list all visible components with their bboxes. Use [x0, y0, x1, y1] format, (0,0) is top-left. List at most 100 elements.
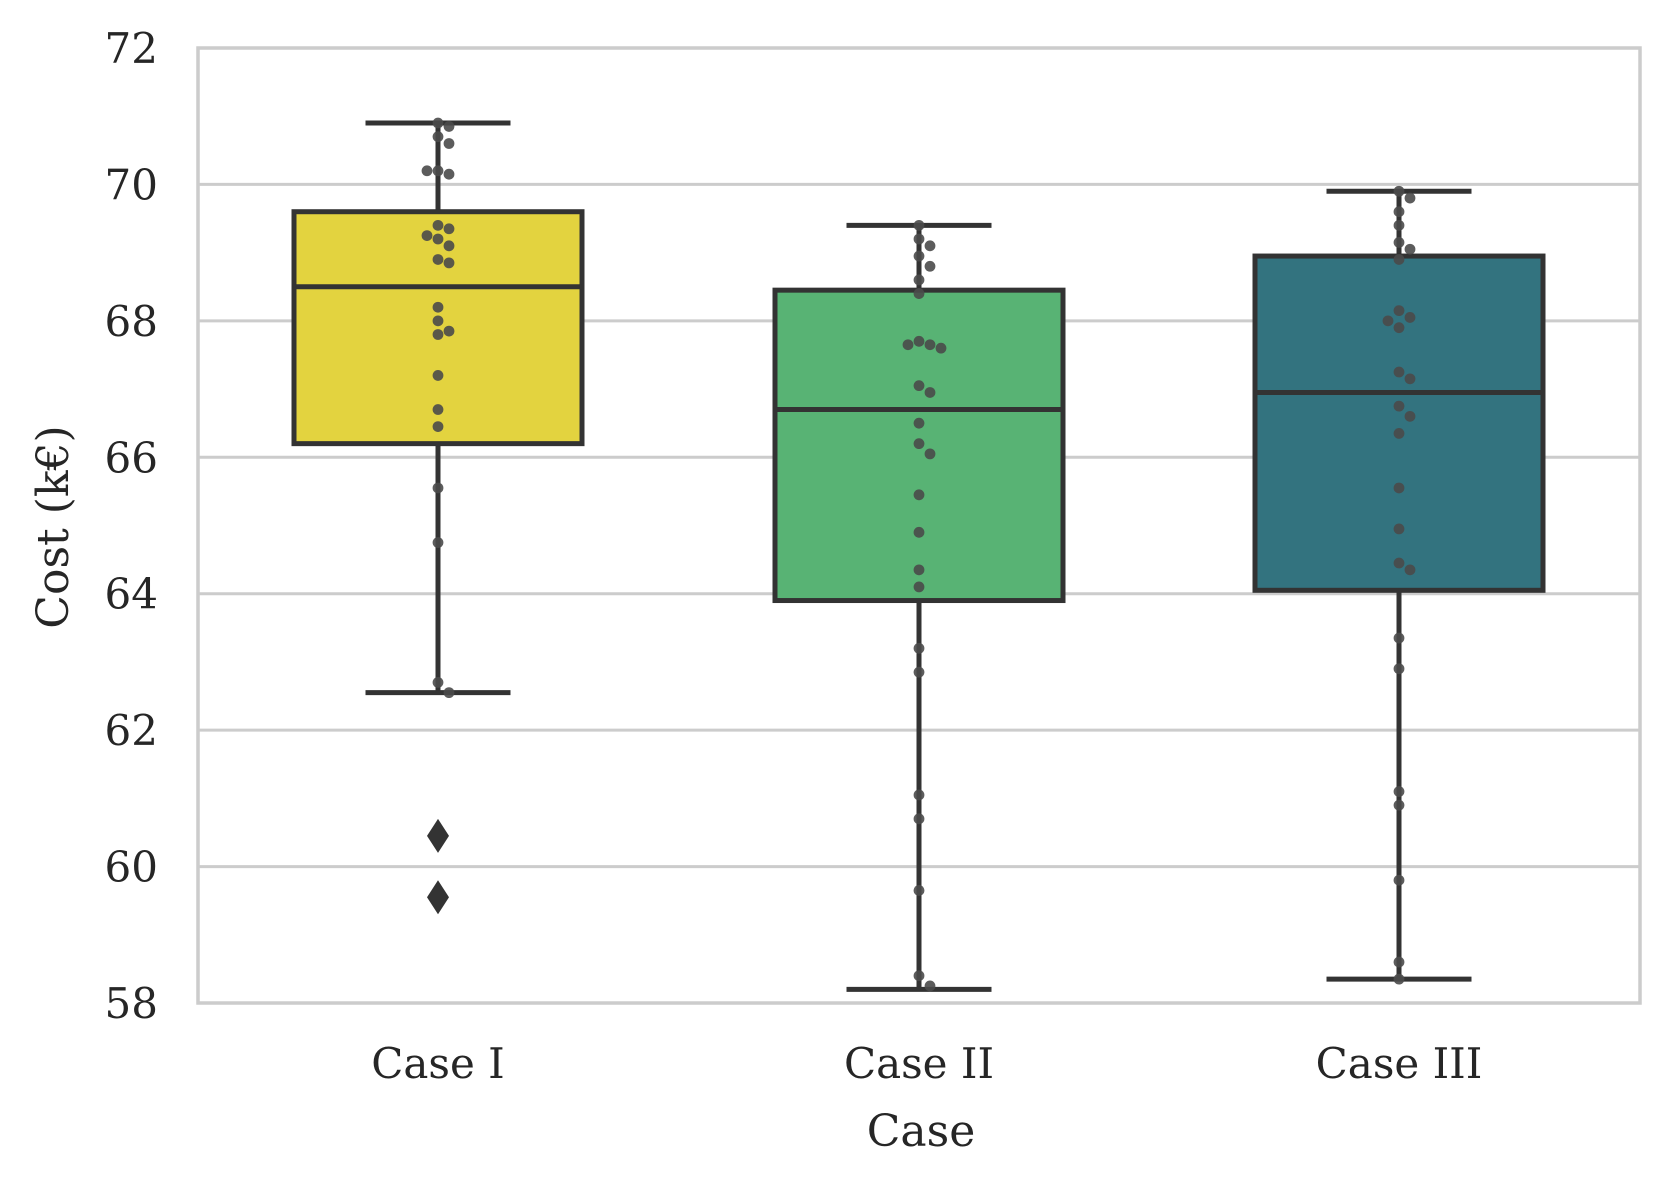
swarm-point-17: [913, 489, 925, 501]
swarm-point-11: [432, 233, 444, 245]
swarm-point-17: [1393, 482, 1405, 494]
swarm-point-19: [1393, 557, 1405, 569]
swarm-point-18: [913, 526, 925, 538]
swarm-point-22: [913, 666, 925, 678]
swarm-point-20: [1404, 564, 1416, 576]
swarm-point-6: [913, 274, 925, 286]
swarm-point-25: [913, 885, 925, 896]
swarm-point-13: [432, 254, 444, 265]
swarm-point-18: [1393, 523, 1405, 535]
swarm-point-19: [913, 564, 925, 576]
outlier-point-2: [427, 880, 449, 915]
swarm-point-15: [432, 301, 444, 313]
y-tick-label-64: 64: [105, 570, 158, 619]
y-tick-label-66: 66: [105, 433, 158, 482]
y-tick-label-68: 68: [105, 297, 158, 346]
swarm-point-24: [432, 676, 444, 688]
swarm-point-15: [1404, 410, 1416, 422]
y-tick-label-58: 58: [105, 979, 158, 1028]
swarm-point-3: [924, 240, 936, 252]
swarm-point-17: [443, 325, 455, 337]
swarm-point-12: [913, 380, 925, 392]
swarm-point-18: [432, 329, 444, 340]
swarm-point-22: [432, 482, 444, 494]
swarm-point-6: [443, 168, 455, 180]
swarm-point-21: [1393, 632, 1405, 644]
swarm-point-23: [913, 789, 925, 801]
x-tick-label-1: Case I: [371, 1039, 505, 1088]
swarm-point-24: [1393, 799, 1405, 811]
frame-layer: [196, 46, 1642, 1005]
swarm-point-27: [1393, 973, 1405, 985]
swarm-point-3: [432, 131, 444, 143]
swarm-point-10: [1382, 315, 1394, 327]
swarm-point-14: [913, 417, 925, 429]
y-tick-label-60: 60: [105, 843, 158, 892]
swarm-point-12: [1393, 366, 1405, 378]
swarm-point-16: [432, 315, 444, 327]
swarm-point-2: [443, 121, 455, 132]
swarm-point-24: [913, 813, 925, 825]
swarm-point-10: [421, 230, 433, 241]
swarm-point-7: [421, 165, 433, 177]
swarm-point-15: [913, 438, 925, 450]
swarm-point-7: [1393, 254, 1405, 265]
swarm-point-14: [1393, 400, 1405, 412]
swarm-point-23: [432, 537, 444, 548]
swarm-point-19: [432, 370, 444, 381]
y-tick-label-62: 62: [105, 706, 158, 755]
swarm-point-16: [1393, 428, 1405, 439]
swarm-point-9: [1404, 312, 1416, 323]
swarm-point-5: [924, 260, 936, 272]
box-group-1: [291, 117, 585, 915]
swarm-point-21: [913, 642, 925, 654]
swarm-point-9: [443, 223, 455, 235]
swarm-point-23: [1393, 786, 1405, 797]
swarm-point-6: [1404, 243, 1416, 255]
swarm-point-13: [1404, 373, 1416, 385]
swarm-point-7: [913, 288, 925, 299]
swarm-point-5: [432, 165, 444, 177]
x-tick-label-2: Case II: [844, 1039, 994, 1088]
box-group-2: [772, 219, 1066, 992]
swarm-point-5: [1393, 237, 1405, 248]
swarm-point-8: [1393, 305, 1405, 317]
swarm-point-16: [924, 448, 936, 460]
swarm-point-1: [432, 117, 444, 129]
swarm-point-25: [443, 687, 455, 699]
swarm-point-4: [913, 250, 925, 262]
swarm-point-2: [913, 233, 925, 245]
swarm-point-26: [913, 970, 925, 982]
swarm-point-4: [1393, 219, 1405, 231]
box-group-3: [1252, 185, 1546, 985]
swarm-point-26: [1393, 956, 1405, 968]
swarm-point-9: [924, 339, 936, 351]
swarm-point-1: [1393, 185, 1405, 197]
swarm-point-20: [432, 404, 444, 415]
swarm-point-1: [913, 219, 925, 231]
x-axis-title: Case: [867, 1106, 976, 1157]
x-tick-label-3: Case III: [1316, 1039, 1483, 1088]
swarm-point-13: [924, 387, 936, 398]
outlier-point-1: [427, 818, 449, 853]
plot-frame: [196, 46, 1642, 1005]
swarm-point-8: [432, 219, 444, 231]
swarm-point-27: [924, 980, 936, 992]
swarm-point-12: [443, 240, 455, 252]
plot-layer: [291, 117, 1546, 992]
swarm-point-20: [913, 581, 925, 593]
swarm-point-22: [1393, 663, 1405, 675]
swarm-point-8: [913, 335, 925, 347]
swarm-point-4: [443, 138, 455, 149]
y-tick-label-70: 70: [105, 160, 158, 209]
swarm-point-11: [1393, 322, 1405, 334]
swarm-point-14: [443, 257, 455, 269]
swarm-point-3: [1393, 206, 1405, 218]
swarm-point-11: [935, 342, 947, 354]
y-axis-title: Cost (k€): [28, 425, 79, 628]
y-tick-label-72: 72: [105, 24, 158, 73]
swarm-point-10: [902, 339, 914, 351]
